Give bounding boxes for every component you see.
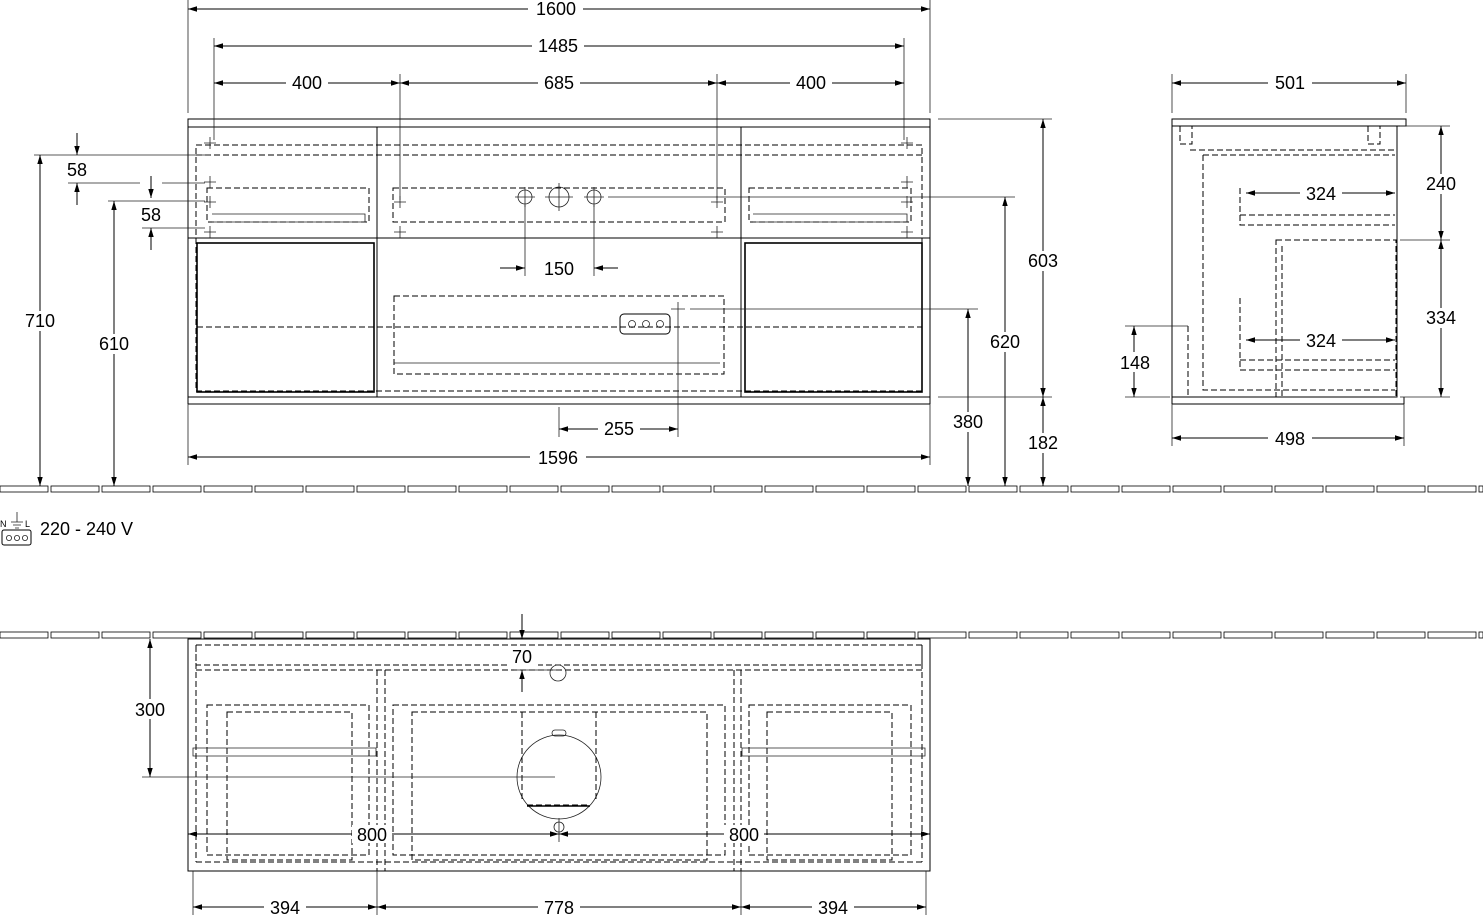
dim-seg-left: 394 bbox=[270, 898, 300, 918]
dim-center-section: 685 bbox=[544, 73, 574, 93]
front-body-outline bbox=[187, 126, 931, 398]
power-socket-icon: N L bbox=[0, 512, 32, 546]
dim-half-left: 800 bbox=[357, 825, 387, 845]
dim-lower-drawer-depth: 324 bbox=[1306, 331, 1336, 351]
wall-line-top bbox=[0, 631, 1483, 639]
dim-hole-spacing: 150 bbox=[544, 259, 574, 279]
dim-right-section: 400 bbox=[796, 73, 826, 93]
side-body-outline bbox=[1171, 125, 1398, 398]
dim-tap-height: 620 bbox=[990, 332, 1020, 352]
dim-upper-drawer-depth: 324 bbox=[1306, 184, 1336, 204]
dim-top-58-a: 58 bbox=[67, 160, 87, 180]
front-lower-right-drawer bbox=[744, 242, 923, 393]
dim-width-total: 1600 bbox=[536, 0, 576, 19]
dim-foot-height: 182 bbox=[1028, 433, 1058, 453]
dim-socket-offset: 255 bbox=[604, 419, 634, 439]
front-view: 1600 1485 400 685 400 58 58 bbox=[18, 0, 1064, 486]
dim-depth-bottom: 498 bbox=[1275, 429, 1305, 449]
dim-body-height: 603 bbox=[1028, 251, 1058, 271]
dim-seg-center: 778 bbox=[544, 898, 574, 918]
dim-siphon-height: 148 bbox=[1120, 353, 1150, 373]
dim-lower-height: 334 bbox=[1426, 308, 1456, 328]
dim-height-610: 610 bbox=[99, 334, 129, 354]
dim-socket-height: 380 bbox=[953, 412, 983, 432]
top-view: 70 300 800 800 394 778 394 bbox=[128, 614, 931, 918]
dim-depth-300: 300 bbox=[135, 700, 165, 720]
dim-half-right: 800 bbox=[729, 825, 759, 845]
dim-height-710: 710 bbox=[25, 311, 55, 331]
siphon-cutout bbox=[516, 664, 602, 833]
front-countertop bbox=[187, 118, 931, 128]
dim-top-58-b: 58 bbox=[141, 205, 161, 225]
dim-wall-offset: 70 bbox=[512, 647, 532, 667]
front-lower-left-drawer bbox=[196, 242, 375, 393]
dim-bottom-width: 1596 bbox=[538, 448, 578, 468]
dim-seg-right: 394 bbox=[818, 898, 848, 918]
electrical-legend: N L 220 - 240 V bbox=[0, 512, 133, 546]
side-view: 501 324 324 240 334 148 498 bbox=[1114, 73, 1462, 449]
dim-depth-top: 501 bbox=[1275, 73, 1305, 93]
dim-width-inner: 1485 bbox=[538, 36, 578, 56]
floor-line-front bbox=[0, 485, 1483, 493]
dim-upper-height: 240 bbox=[1426, 174, 1456, 194]
voltage-label: 220 - 240 V bbox=[40, 519, 133, 539]
dim-left-section: 400 bbox=[292, 73, 322, 93]
svg-text:L: L bbox=[25, 519, 30, 529]
svg-text:N: N bbox=[0, 519, 7, 529]
front-socket bbox=[619, 313, 671, 335]
tap-holes bbox=[515, 183, 604, 211]
top-body-outline bbox=[187, 638, 931, 872]
